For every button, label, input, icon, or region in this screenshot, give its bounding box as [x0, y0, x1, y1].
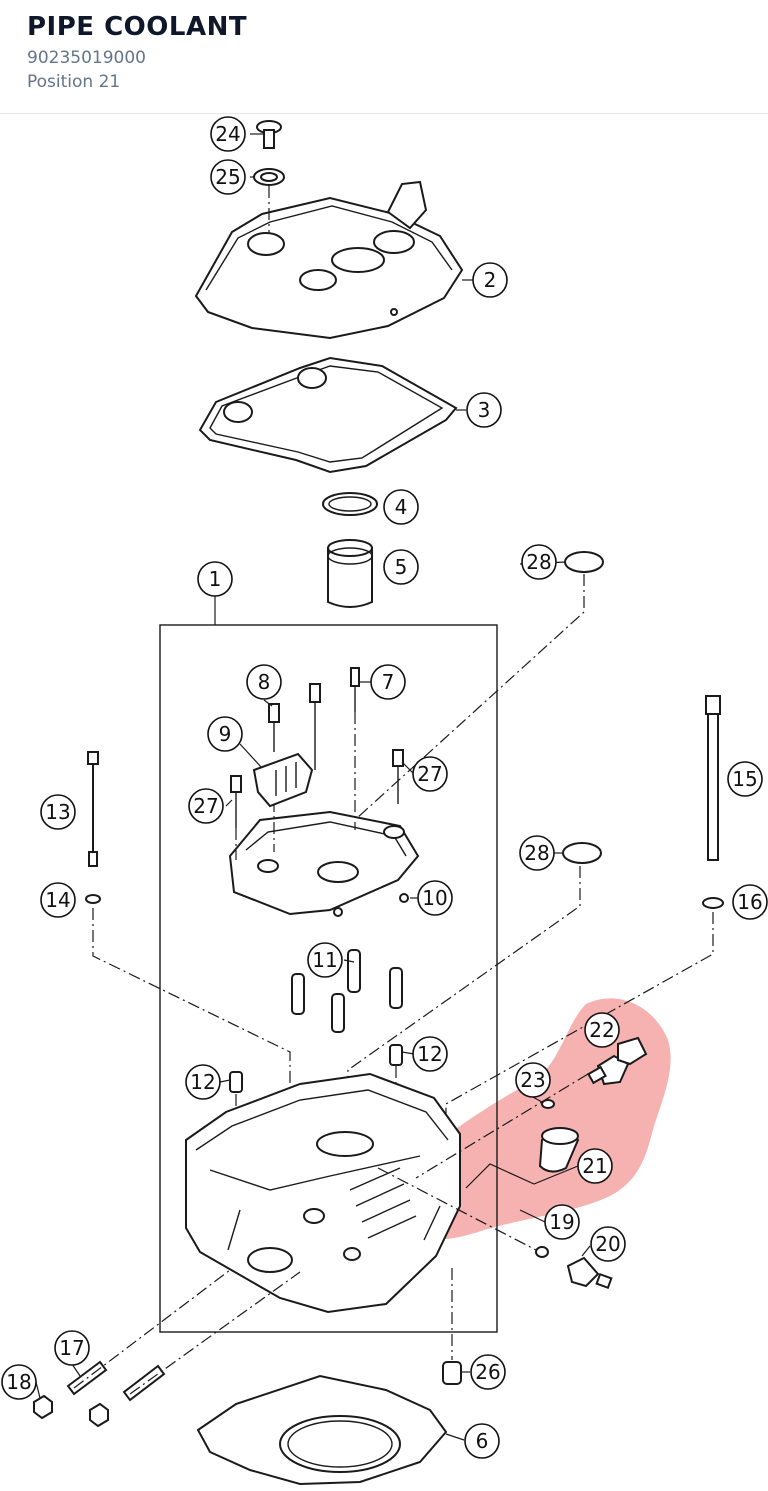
valve-cover[interactable] — [194, 180, 464, 340]
callout-1[interactable]: 1 — [197, 561, 233, 597]
part-position: Position 21 — [27, 72, 121, 92]
callout-26[interactable]: 26 — [470, 1354, 506, 1390]
svg-text:2: 2 — [484, 268, 497, 292]
valve-cover-gasket[interactable] — [198, 356, 458, 474]
svg-text:6: 6 — [476, 1429, 489, 1453]
svg-text:4: 4 — [395, 495, 408, 519]
svg-text:8: 8 — [258, 670, 271, 694]
svg-text:16: 16 — [737, 890, 762, 914]
callout-12-left[interactable]: 12 — [185, 1064, 221, 1100]
svg-text:5: 5 — [395, 555, 408, 579]
callout-27-right[interactable]: 27 — [412, 756, 448, 792]
bridge-bolt-7[interactable] — [350, 667, 360, 712]
svg-text:10: 10 — [422, 886, 447, 910]
temperature-sender-20[interactable] — [566, 1256, 613, 1290]
callout-25[interactable]: 25 — [210, 159, 246, 195]
washer-right[interactable] — [702, 897, 724, 909]
chain-guide-block[interactable] — [252, 752, 314, 808]
svg-text:19: 19 — [549, 1210, 574, 1234]
part-title: PIPE COOLANT — [27, 12, 248, 42]
svg-text:12: 12 — [417, 1042, 442, 1066]
callout-14[interactable]: 14 — [40, 882, 76, 918]
svg-text:27: 27 — [417, 762, 442, 786]
long-bolt-right[interactable] — [705, 695, 721, 861]
callout-13[interactable]: 13 — [40, 794, 76, 830]
svg-text:24: 24 — [215, 122, 240, 146]
callout-22[interactable]: 22 — [584, 1012, 620, 1048]
callout-28-upper[interactable]: 28 — [521, 544, 557, 580]
callout-28-lower[interactable]: 28 — [519, 835, 555, 871]
svg-text:25: 25 — [215, 165, 240, 189]
callout-2[interactable]: 2 — [472, 262, 508, 298]
valve-guides[interactable] — [291, 949, 403, 1033]
callout-8[interactable]: 8 — [246, 664, 282, 700]
svg-text:22: 22 — [589, 1018, 614, 1042]
bridge-bolt-27-left[interactable] — [230, 775, 242, 828]
coolant-pipe[interactable] — [538, 1127, 580, 1173]
page-header: PIPE COOLANT 90235019000 Position 21 — [0, 0, 768, 114]
svg-text:18: 18 — [6, 1370, 31, 1394]
svg-text:1: 1 — [209, 567, 222, 591]
callout-23[interactable]: 23 — [515, 1062, 551, 1098]
callout-27-left[interactable]: 27 — [188, 788, 224, 824]
o-ring-lower[interactable] — [562, 842, 602, 864]
callout-7[interactable]: 7 — [370, 664, 406, 700]
svg-text:20: 20 — [595, 1232, 620, 1256]
svg-text:23: 23 — [520, 1068, 545, 1092]
dowel-pin-right[interactable] — [389, 1044, 403, 1066]
svg-text:21: 21 — [582, 1154, 607, 1178]
svg-text:3: 3 — [478, 398, 491, 422]
svg-text:15: 15 — [732, 767, 757, 791]
sensor-seal-ring[interactable] — [541, 1099, 555, 1109]
callout-9[interactable]: 9 — [207, 716, 243, 752]
svg-text:28: 28 — [526, 550, 551, 574]
plug-cap[interactable] — [442, 1361, 462, 1385]
callout-15[interactable]: 15 — [727, 761, 763, 797]
bridge-bolt-8[interactable] — [268, 683, 321, 770]
callout-18[interactable]: 18 — [1, 1364, 37, 1400]
svg-text:7: 7 — [382, 670, 395, 694]
dowel-pin-left[interactable] — [229, 1071, 243, 1093]
callout-4[interactable]: 4 — [383, 489, 419, 525]
bolt-18[interactable] — [33, 1394, 109, 1428]
callout-20[interactable]: 20 — [590, 1226, 626, 1262]
callout-6[interactable]: 6 — [464, 1423, 500, 1459]
coolant-temp-sensor[interactable] — [587, 1036, 648, 1086]
camshaft-bridge[interactable] — [228, 810, 420, 916]
svg-text:27: 27 — [193, 794, 218, 818]
washer-left[interactable] — [85, 894, 101, 904]
callout-12-right[interactable]: 12 — [412, 1036, 448, 1072]
spark-plug-tube[interactable] — [327, 539, 373, 608]
seal-washer-19[interactable] — [535, 1246, 549, 1258]
head-gasket[interactable] — [196, 1374, 448, 1486]
svg-text:17: 17 — [59, 1336, 84, 1360]
svg-text:13: 13 — [45, 800, 70, 824]
o-ring-upper[interactable] — [564, 551, 604, 573]
bridge-bolt-27-right[interactable] — [392, 749, 404, 804]
callout-11[interactable]: 11 — [307, 942, 343, 978]
callout-5[interactable]: 5 — [383, 549, 419, 585]
callout-17[interactable]: 17 — [54, 1330, 90, 1366]
svg-text:26: 26 — [475, 1360, 500, 1384]
cover-seal-ring[interactable] — [253, 168, 285, 186]
callout-10[interactable]: 10 — [417, 880, 453, 916]
svg-text:28: 28 — [524, 841, 549, 865]
cover-screw[interactable] — [256, 120, 282, 149]
svg-text:11: 11 — [312, 948, 337, 972]
cylinder-head-frame — [159, 624, 498, 1333]
part-number: 90235019000 — [27, 48, 146, 68]
svg-text:12: 12 — [190, 1070, 215, 1094]
callout-16[interactable]: 16 — [732, 884, 768, 920]
cylinder-head[interactable] — [185, 1072, 461, 1314]
callout-21[interactable]: 21 — [577, 1148, 613, 1184]
callout-19[interactable]: 19 — [544, 1204, 580, 1240]
callout-3[interactable]: 3 — [466, 392, 502, 428]
long-bolt-left[interactable] — [87, 751, 99, 867]
svg-text:9: 9 — [219, 722, 232, 746]
svg-text:14: 14 — [45, 888, 70, 912]
o-ring[interactable] — [322, 492, 378, 516]
callout-24[interactable]: 24 — [210, 116, 246, 152]
